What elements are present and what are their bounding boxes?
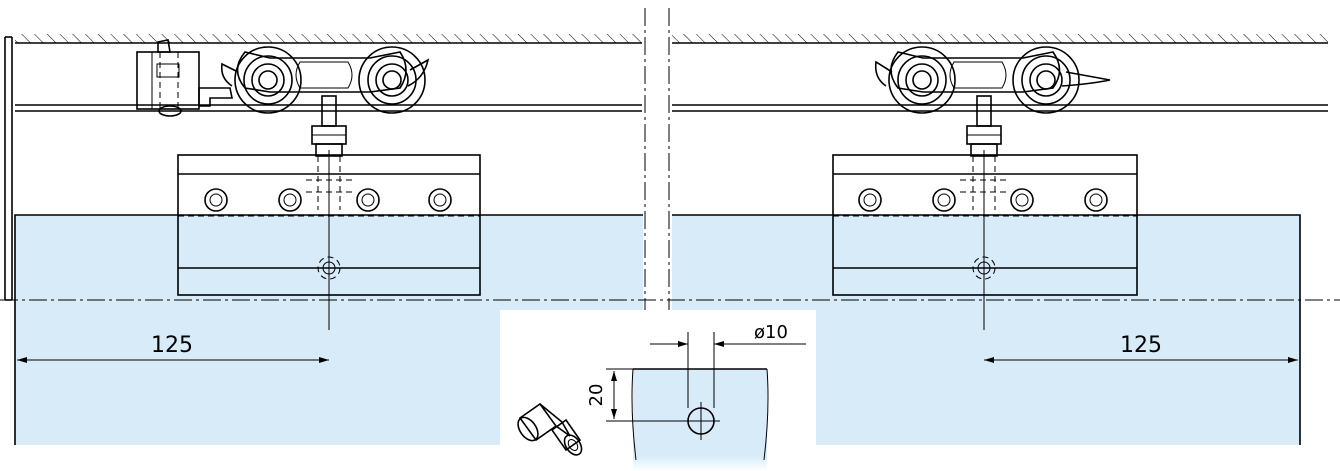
mounting-bolt-icon (204, 188, 452, 212)
dimension-label-left: 125 (151, 333, 193, 358)
roller-carriage-left (220, 46, 430, 210)
track-rail (4, 34, 1328, 301)
end-stop-icon (136, 39, 233, 117)
clamp-plate-right (832, 150, 1138, 330)
bushing-pin-icon (517, 402, 583, 456)
clamp-plate-left (177, 150, 481, 330)
hole-diameter-label: ø10 (754, 322, 788, 343)
dimension-right: 125 (984, 300, 1301, 370)
dimension-left: 125 (14, 300, 329, 370)
hole-detail-inset: ø10 20 (500, 310, 816, 471)
dimension-label-right: 125 (1120, 333, 1162, 358)
hole-edge-distance-label: 20 (586, 384, 607, 407)
roller-carriage-right (874, 46, 1111, 210)
